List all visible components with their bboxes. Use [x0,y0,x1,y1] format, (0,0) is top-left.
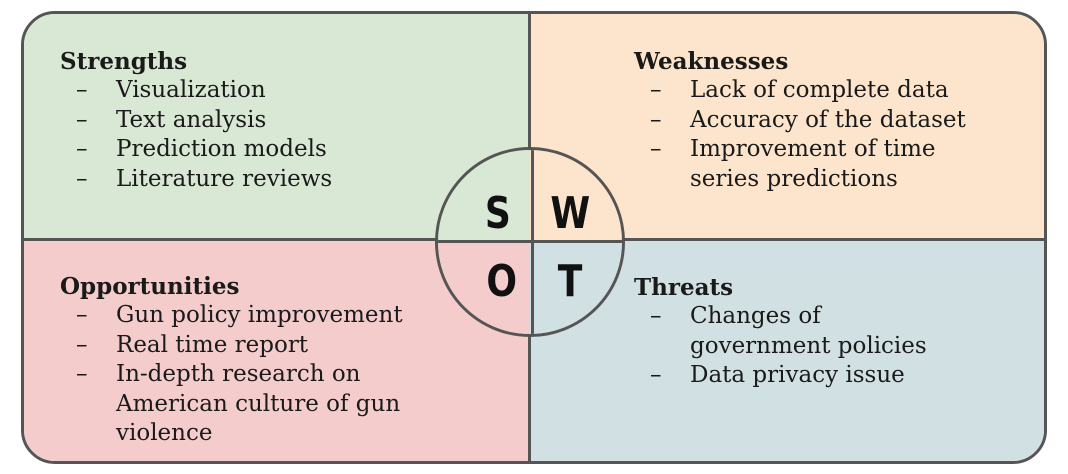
list-item: – Data privacy issue [634,361,927,391]
weaknesses-block: Weaknesses – Lack of complete data – Accur… [634,47,966,194]
list-item: – In-depth research on [60,360,403,390]
opportunities-block: Opportunities – Gun policy improvement – R… [60,272,403,449]
list-item-text: Real time report [116,331,309,358]
bullet-dash: – [76,331,88,358]
circle-strengths-segment [438,150,530,242]
list-item-text: series predictions [690,165,898,192]
bullet-dash: – [650,136,662,163]
opportunities-title: Opportunities [60,273,240,300]
list-item-continuation: violence [60,419,403,449]
threats-title: Threats [634,274,734,301]
list-item: – Text analysis [60,106,332,136]
list-item-text: American culture of gun [116,390,401,417]
strengths-block: Strengths – Visualization – Text analysis … [60,47,332,194]
weaknesses-list: – Lack of complete data – Accuracy of the … [634,76,966,194]
circle-opportunities-segment [438,242,530,334]
list-item-continuation: government policies [634,332,927,362]
list-item-text: violence [116,420,213,447]
swot-diagram: Strengths – Visualization – Text analysis … [21,11,1047,464]
list-item-text: Text analysis [116,106,267,133]
list-item: – Literature reviews [60,165,332,195]
list-item-text: In-depth research on [116,361,361,388]
list-item: – Prediction models [60,135,332,165]
list-item: – Lack of complete data [634,76,966,106]
letter-o: O [486,256,518,307]
letter-w: W [550,188,591,239]
list-item-text: Gun policy improvement [116,302,403,328]
list-item-text: Changes of [690,303,821,329]
list-item-text: Improvement of time [690,136,936,163]
weaknesses-title: Weaknesses [634,48,789,75]
circle-horizontal-divider [438,240,622,243]
bullet-dash: – [76,302,88,328]
bullet-dash: – [76,77,88,103]
list-item-text: Visualization [116,77,266,103]
bullet-dash: – [650,303,662,329]
strengths-title: Strengths [60,48,188,75]
list-item-text: Literature reviews [116,165,333,192]
list-item: – Accuracy of the dataset [634,106,966,136]
bullet-dash: – [650,77,662,103]
swot-center-circle: S W O T [435,147,625,337]
bullet-dash: – [650,106,662,133]
circle-threats-segment [530,242,622,334]
list-item-continuation: American culture of gun [60,390,403,420]
bullet-dash: – [76,136,88,163]
threats-block: Threats – Changes of government policies … [634,273,927,391]
letter-s: S [484,188,511,239]
list-item-text: Accuracy of the dataset [690,106,966,133]
bullet-dash: – [76,165,88,192]
letter-t: T [557,256,583,307]
list-item: – Real time report [60,331,403,361]
list-item: – Gun policy improvement [60,301,403,331]
list-item-text: Data privacy issue [690,362,905,389]
circle-weaknesses-segment [530,150,622,242]
list-item-continuation: series predictions [634,165,966,195]
bullet-dash: – [650,362,662,389]
opportunities-list: – Gun policy improvement – Real time repor… [60,301,403,449]
list-item: – Improvement of time [634,135,966,165]
list-item-text: Prediction models [116,136,327,163]
bullet-dash: – [76,106,88,133]
list-item-text: government policies [690,332,927,359]
threats-list: – Changes of government policies – Data pr… [634,302,927,391]
list-item-text: Lack of complete data [690,77,949,103]
bullet-dash: – [76,361,88,388]
list-item: – Visualization [60,76,332,106]
list-item: – Changes of [634,302,927,332]
strengths-list: – Visualization – Text analysis – Predictio… [60,76,332,194]
